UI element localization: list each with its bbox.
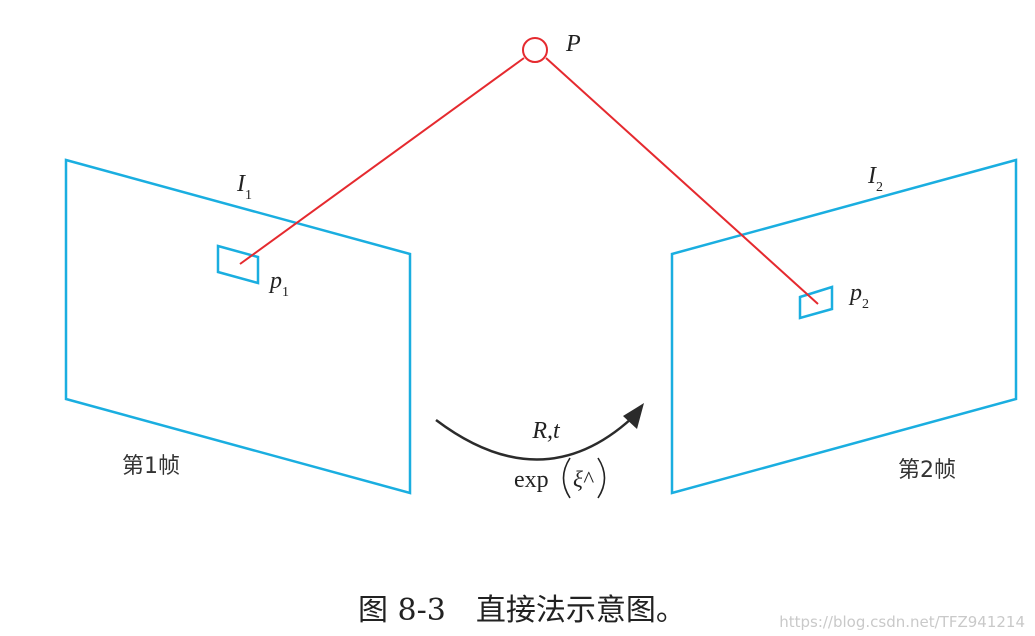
point-p-marker [522,37,548,63]
image-plane-2 [670,158,1018,495]
image-plane-1 [64,158,412,495]
projection-ray-2 [545,57,819,305]
watermark: https://blog.csdn.net/TFZ941214 [779,613,1025,631]
exp-argument: ξ^ [573,467,594,492]
pixel-patch-1 [216,244,260,285]
point-p-label: P [565,31,581,57]
pixel-patch-2 [798,285,834,320]
projection-ray-1 [239,57,525,265]
frame-2-caption: 第2帧 [898,458,956,483]
transform-arrow [435,417,633,461]
frame-1-caption: 第1帧 [122,454,180,479]
right-paren [597,457,606,499]
image-2-label: I2 [867,163,883,195]
pixel-1-label: p1 [268,268,289,300]
exp-expression: exp ξ^ [514,457,606,499]
transform-arrowhead [623,403,644,429]
exp-prefix: exp [514,467,549,493]
image-1-label: I1 [236,171,252,203]
figure-caption: 图 8-3 直接法示意图。 [358,593,686,628]
left-paren [562,457,571,499]
transform-label: R,t [531,418,561,444]
pixel-2-label: p2 [848,280,869,312]
